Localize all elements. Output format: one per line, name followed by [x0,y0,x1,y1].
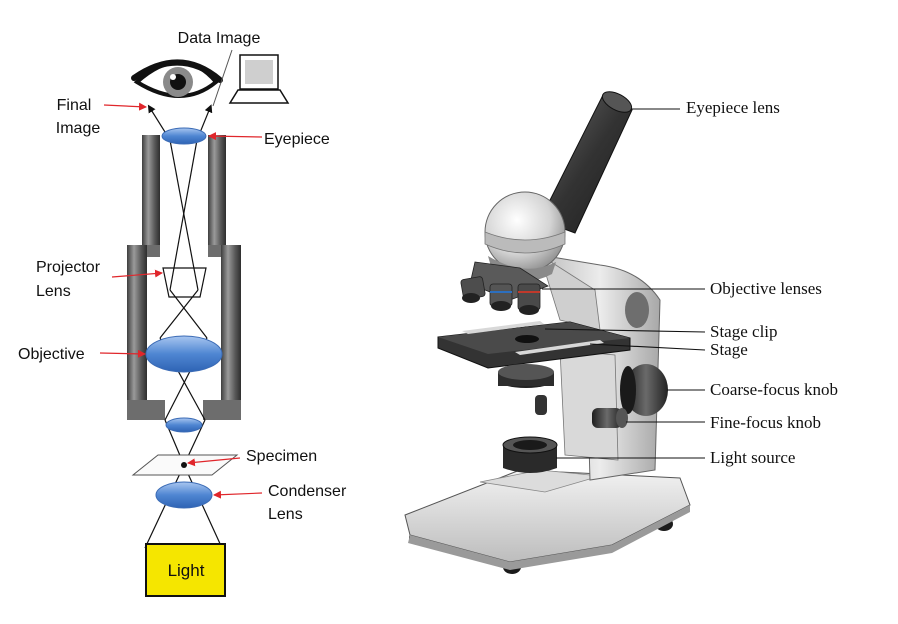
condenser-lens-label-line2: Lens [268,506,303,523]
stage-knob [535,395,547,415]
data-image-label: Data Image [178,30,261,47]
stage-label: Stage [710,340,748,359]
specimen-dot [181,462,187,468]
final-image-label-line1: Final [57,97,92,114]
projector-lens-label-line1: Projector [36,259,101,276]
eye-icon [131,59,223,98]
divider-line [212,49,233,107]
final-image-label-line2: Image [56,120,101,137]
optical-path-diagram: Light Data Image Final Image Eyepiece Pr… [18,30,347,597]
objective-label: Objective [18,346,85,363]
small-lens [165,417,203,433]
light-label: Light [168,561,205,580]
coarse-focus-knob [620,364,668,416]
eyepiece-label: Eyepiece [264,131,330,148]
fine-focus-knob-label: Fine-focus knob [710,413,821,432]
objective-lenses-turret [460,261,549,315]
fine-focus-knob [592,408,628,428]
leader-lines [542,108,706,459]
condenser-ring [498,364,554,388]
condenser-lens-label-line1: Condenser [268,483,347,500]
projector-lens [162,267,207,298]
light-box [145,543,226,597]
stage-clip-left [462,321,544,334]
stage-clip-right [515,340,604,355]
eyepiece-lens-label: Eyepiece lens [686,98,780,117]
microscope-head [484,191,566,282]
objective-lenses-label: Objective lenses [710,279,822,298]
microscope-base [404,469,691,574]
computer-monitor-icon [228,54,290,104]
coarse-focus-knob-label: Coarse-focus knob [710,380,838,399]
microscope-illustration: Eyepiece lens Objective lenses Stage cli… [404,91,838,574]
light-source [502,436,558,473]
condenser-lens [155,481,213,509]
light-source-label: Light source [710,448,795,467]
projector-lens-label-line2: Lens [36,283,71,300]
microscope-arm [538,254,661,481]
eyepiece-lens [161,127,207,145]
objective-lens [145,335,223,373]
label-arrows [99,102,263,499]
stage-clip-label: Stage clip [710,322,778,341]
specimen-label: Specimen [246,448,317,465]
